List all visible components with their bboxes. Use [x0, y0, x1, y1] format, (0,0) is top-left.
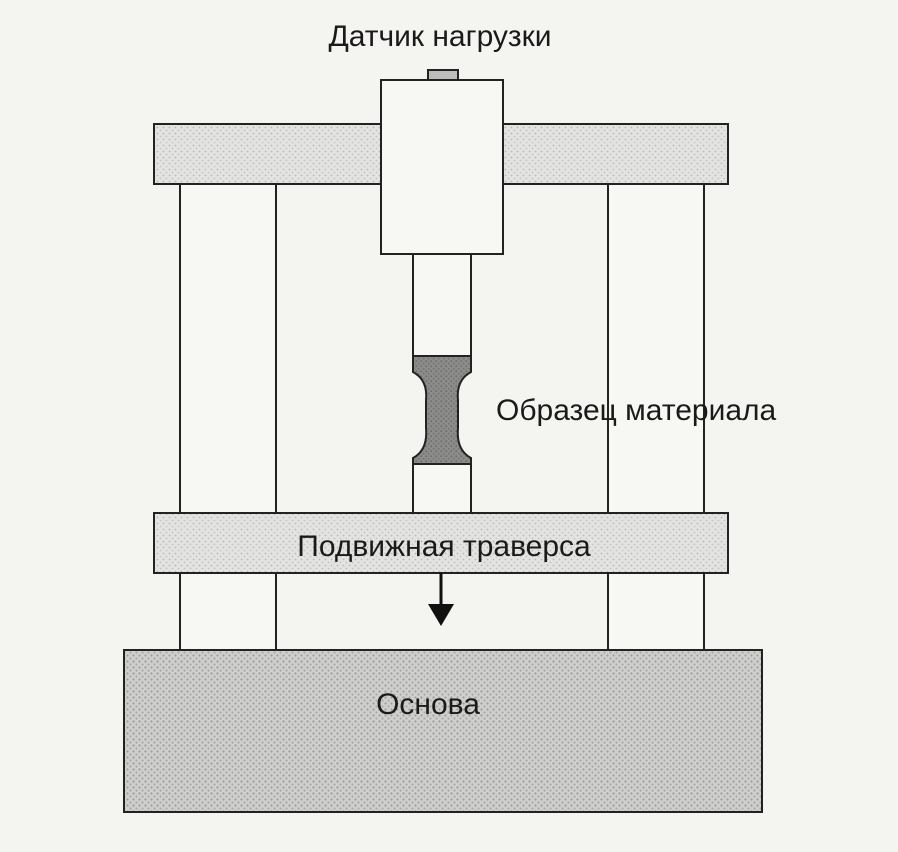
- crosshead-label: Подвижная траверса: [297, 530, 591, 563]
- down-arrow-icon: [428, 604, 454, 626]
- base: [123, 649, 763, 813]
- load-sensor: [380, 79, 504, 255]
- upper-rod: [412, 253, 472, 357]
- left-column: [179, 182, 277, 652]
- specimen-label: Образец материала: [496, 394, 777, 427]
- load-sensor-label: Датчик нагрузки: [328, 20, 551, 53]
- lower-rod: [412, 463, 472, 515]
- base-label: Основа: [376, 688, 480, 721]
